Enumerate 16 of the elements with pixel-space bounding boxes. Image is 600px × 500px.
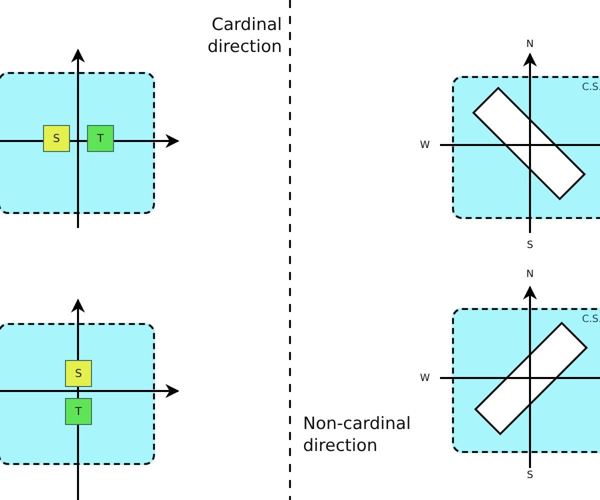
marker-square: S xyxy=(65,360,92,387)
dashed-panel xyxy=(452,308,600,453)
dashed-panel xyxy=(452,76,600,219)
heading-text: Cardinal direction xyxy=(206,14,282,58)
marker-square: S xyxy=(43,125,70,152)
compass-label: W xyxy=(420,372,430,384)
dashed-panel xyxy=(0,323,155,465)
compass-label: S xyxy=(526,239,534,252)
marker-square: T xyxy=(65,398,92,425)
compass-label: N xyxy=(526,268,534,281)
compass-label: W xyxy=(420,138,430,152)
dashed-panel xyxy=(0,72,155,214)
heading-text: Non-cardinal direction xyxy=(303,413,412,458)
compass-label: N xyxy=(526,38,534,51)
compass-label: S xyxy=(526,469,534,482)
marker-square: T xyxy=(87,125,114,152)
